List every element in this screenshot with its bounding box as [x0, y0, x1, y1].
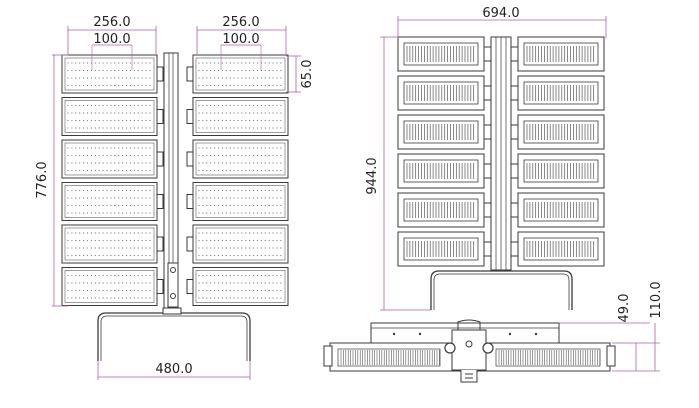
- dim-back-total-width: 694.0: [397, 6, 607, 38]
- dim-front-total-height: 776.0: [35, 54, 68, 307]
- back-module-right-1: [510, 36, 605, 72]
- back-module-left-1: [397, 36, 492, 72]
- front-module-left-5: [61, 224, 164, 264]
- front-modules: [61, 54, 289, 306]
- back-view: 694.0 944.0: [365, 6, 607, 311]
- side-view: 49.0 110.0: [323, 281, 664, 383]
- side-fins-right: [495, 348, 601, 367]
- front-module-right-4: [186, 182, 289, 221]
- front-module-right-5: [186, 224, 289, 264]
- front-module-right-6: [186, 267, 289, 306]
- module-width-label-left: 256.0: [93, 15, 130, 30]
- back-modules: [397, 36, 605, 267]
- dim-side-heights: 49.0 110.0: [559, 281, 664, 372]
- inner-width-label-right: 100.0: [222, 32, 259, 47]
- dim-module-width-left: 256.0: [67, 15, 157, 54]
- front-module-left-4: [61, 182, 164, 221]
- back-module-left-5: [397, 192, 492, 228]
- dim-inner-width-left: 100.0: [91, 32, 133, 70]
- side-hub: [451, 329, 487, 371]
- module-width-label-right: 256.0: [222, 15, 259, 30]
- dim-module-height: 65.0: [286, 55, 315, 93]
- back-module-right-3: [510, 114, 605, 150]
- dim-bracket-width: 480.0: [97, 361, 251, 380]
- bracket-width-label: 480.0: [155, 362, 192, 377]
- front-pivot-plate: [167, 262, 179, 308]
- front-view: 256.0 100.0 256.0 100.0 65.0: [35, 15, 315, 380]
- front-module-left-3: [61, 139, 164, 179]
- front-module-right-2: [186, 97, 289, 136]
- front-module-left-2: [61, 97, 164, 136]
- side-height-small-label: 49.0: [617, 294, 632, 323]
- back-module-right-5: [510, 192, 605, 228]
- front-bracket: [97, 312, 251, 361]
- inner-width-label-left: 100.0: [93, 32, 130, 47]
- front-module-left-1: [61, 54, 164, 94]
- dim-module-width-right: 256.0: [196, 15, 287, 54]
- dim-inner-width-right: 100.0: [220, 32, 262, 70]
- side-height-large-label: 110.0: [649, 281, 664, 318]
- side-fins-left: [337, 348, 441, 367]
- front-module-left-6: [61, 267, 164, 306]
- back-bracket: [430, 270, 573, 310]
- front-total-height-label: 776.0: [35, 161, 50, 198]
- front-module-right-1: [186, 54, 289, 94]
- back-module-right-6: [510, 231, 605, 267]
- back-module-left-6: [397, 231, 492, 267]
- front-module-right-3: [186, 139, 289, 179]
- back-module-left-2: [397, 75, 492, 111]
- back-module-left-3: [397, 114, 492, 150]
- back-total-width-label: 694.0: [482, 6, 519, 21]
- back-module-right-4: [510, 153, 605, 189]
- dim-back-total-height: 944.0: [365, 36, 431, 311]
- back-module-right-2: [510, 75, 605, 111]
- back-total-height-label: 944.0: [365, 157, 380, 194]
- module-height-label: 65.0: [300, 60, 315, 89]
- back-module-left-4: [397, 153, 492, 189]
